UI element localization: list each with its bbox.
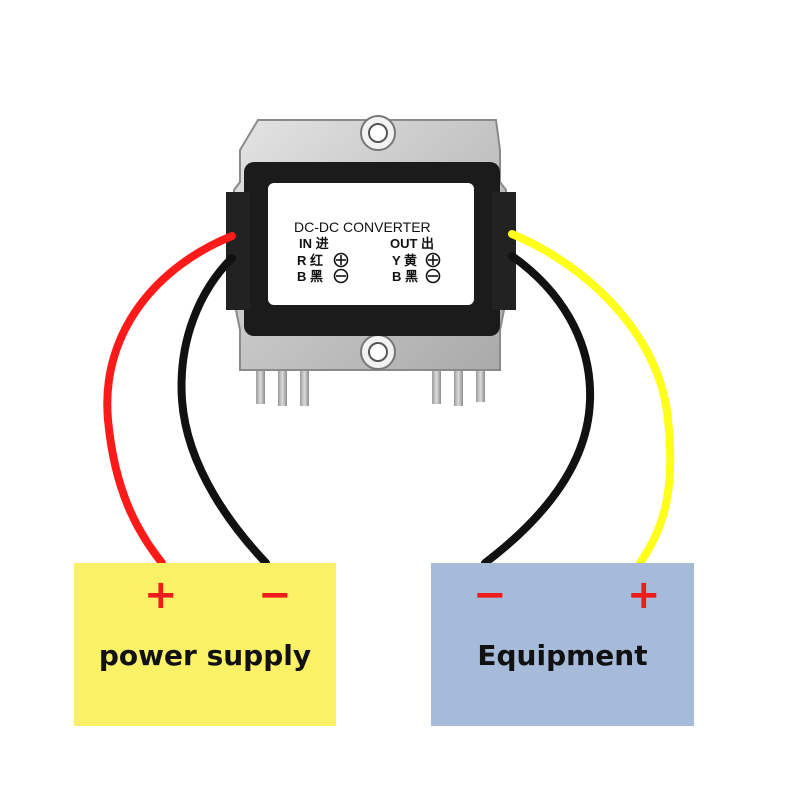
converter-in-black: B 黑 bbox=[297, 269, 323, 284]
power-supply-plus-sign: + bbox=[144, 572, 178, 618]
red-wire bbox=[103, 232, 236, 567]
equipment-minus-sign: − bbox=[473, 572, 507, 618]
heatsink-fins bbox=[256, 368, 485, 406]
power-supply-minus-sign: − bbox=[258, 572, 292, 618]
converter-title: DC-DC CONVERTER bbox=[294, 219, 431, 235]
converter-out-yellow: Y 黄 bbox=[392, 253, 417, 268]
power-supply-label: power supply bbox=[98, 639, 312, 672]
out-plus-icon bbox=[425, 252, 441, 268]
equipment-label: Equipment bbox=[477, 639, 648, 672]
black-input-wire bbox=[177, 254, 270, 567]
equipment-plus-sign: + bbox=[627, 572, 661, 618]
equipment-box: − + Equipment bbox=[431, 563, 694, 726]
out-minus-icon bbox=[425, 268, 441, 284]
converter-out-black: B 黑 bbox=[392, 269, 418, 284]
converter-in-red: R 红 bbox=[297, 253, 323, 268]
converter-output-label: OUT 出 bbox=[390, 236, 434, 251]
yellow-wire bbox=[508, 230, 675, 567]
in-plus-icon bbox=[333, 252, 349, 268]
power-supply-box: + − power supply bbox=[74, 563, 336, 726]
black-output-wire bbox=[481, 252, 595, 567]
converter-label bbox=[268, 183, 474, 305]
converter-input-label: IN 进 bbox=[299, 236, 329, 251]
in-minus-icon bbox=[333, 268, 349, 284]
